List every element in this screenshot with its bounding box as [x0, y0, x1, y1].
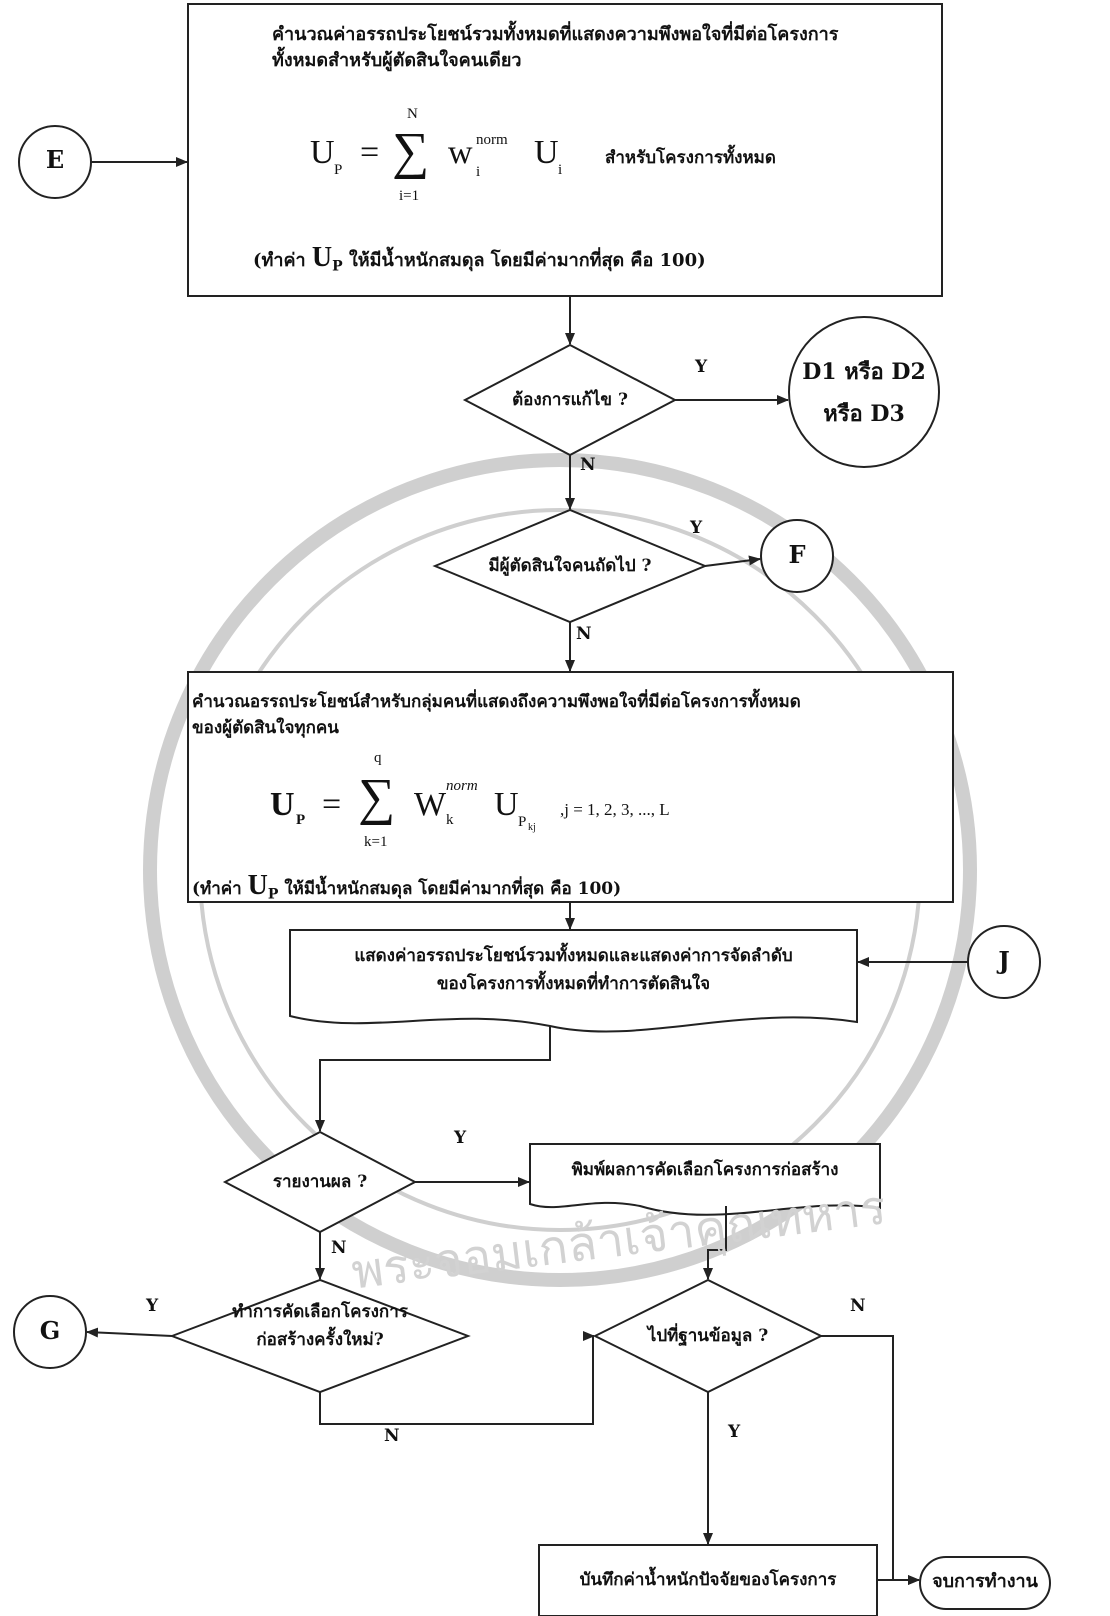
box2-formula-w-sup: norm	[446, 778, 478, 794]
doc1-line2: ของโครงการทั้งหมดที่ทำการตัดสินใจ	[436, 974, 711, 994]
connector-D-label-1: D1 หรือ D2	[802, 359, 926, 385]
decision-next-label: มีผู้ตัดสินใจคนถัดไป ?	[488, 556, 652, 576]
box2-formula: U P = q ∑ k=1 W norm k U P kj ,j = 1, 2,…	[270, 748, 870, 858]
box1-formula-w: w	[448, 134, 473, 171]
box2-line1: คำนวณอรรถประโยชน์สำหรับกลุ่มคนที่แสดงถึง…	[192, 692, 801, 712]
box1-footer-pre: (ทำค่า	[253, 250, 306, 271]
decision-new-no: N	[384, 1426, 400, 1446]
box1-formula-note: สำหรับโครงการทั้งหมด	[605, 148, 776, 168]
box1-line1: คำนวณค่าอรรถประโยชน์รวมทั้งหมดที่แสดงควา…	[272, 24, 839, 45]
box2-formula-sum-bottom: k=1	[364, 834, 388, 850]
decision-edit-label: ต้องการแก้ไข ?	[512, 390, 628, 410]
decision-next-no: N	[576, 624, 592, 644]
box2-footer-pre: (ทำค่า	[192, 879, 242, 899]
box2-formula-u: U	[494, 786, 519, 823]
box2-formula-w: W	[414, 786, 447, 823]
connector-G	[13, 1295, 87, 1369]
connector-D	[788, 316, 940, 468]
connector-F	[760, 519, 834, 593]
decision-next-yes: Y	[690, 518, 703, 538]
connector-D-label-2: หรือ D3	[823, 401, 905, 427]
box1-footer-post: ให้มีน้ำหนักสมดุล โดยมีค่ามากที่สุด คือ …	[348, 250, 706, 271]
box1-footer-sub: P	[332, 258, 343, 275]
decision-database-no: N	[850, 1296, 866, 1316]
connector-G-label: G	[39, 1316, 61, 1345]
box2-footer-sub: P	[267, 886, 279, 903]
terminator-end	[919, 1556, 1051, 1610]
decision-report-no: N	[331, 1238, 347, 1258]
decision-new-yes: Y	[146, 1296, 159, 1316]
box1-formula: U P = N ∑ i=1 w norm i U i สำหรับโครงการ…	[310, 106, 870, 218]
box2-footer: (ทำค่า UP ให้มีน้ำหนักสมดุล โดยมีค่ามากท…	[192, 866, 621, 907]
decision-report-label: รายงานผล ?	[272, 1172, 368, 1192]
box1-formula-sum-top: N	[407, 106, 418, 122]
document-print-result	[529, 1143, 881, 1216]
doc2-label: พิมพ์ผลการคัดเลือกโครงการก่อสร้าง	[571, 1160, 839, 1180]
doc1-line1: แสดงค่าอรรถประโยชน์รวมทั้งหมดและแสดงค่าก…	[354, 946, 793, 966]
box2-formula-tail: ,j = 1, 2, 3, ..., L	[560, 800, 670, 819]
box2-formula-eq: =	[322, 786, 342, 823]
connector-F-label: F	[788, 540, 806, 569]
decision-new-label-1: ทำการคัดเลือกโครงการ	[232, 1302, 408, 1322]
decision-database-label: ไปที่ฐานข้อมูล ?	[647, 1326, 769, 1346]
box2-formula-lhs-sub: P	[296, 812, 306, 828]
decision-report-yes: Y	[454, 1128, 467, 1148]
box1-footer: (ทำค่า UP ให้มีน้ำหนักสมดุล โดยมีค่ามากท…	[253, 238, 706, 279]
box1-line2: ทั้งหมดสำหรับผู้ตัดสินใจคนเดียว	[272, 50, 522, 71]
box1-formula-w-sub: i	[476, 164, 481, 180]
box1-formula-eq: =	[360, 134, 380, 171]
decision-new-selection	[169, 1278, 471, 1394]
box1-footer-u: U	[311, 242, 333, 273]
box2-formula-sum-top: q	[374, 750, 382, 766]
sigma-icon: ∑	[392, 123, 430, 180]
box3-label: บันทึกค่าน้ำหนักปัจจัยของโครงการ	[579, 1570, 837, 1590]
box2-formula-u-subsub: kj	[528, 822, 536, 833]
box1-formula-lhs: U	[310, 134, 335, 171]
decision-edit-no: N	[580, 455, 596, 475]
box1-formula-lhs-sub: P	[334, 162, 343, 178]
decision-database-yes: Y	[728, 1422, 741, 1442]
process-box-individual-utility	[187, 3, 943, 297]
box1-formula-u: U	[534, 134, 559, 171]
box1-formula-sum-bottom: i=1	[399, 188, 420, 204]
box2-footer-u: U	[247, 870, 268, 901]
connector-J-label: J	[998, 946, 1010, 975]
box2-formula-lhs: U	[270, 786, 295, 823]
box2-formula-w-sub: k	[446, 812, 454, 828]
process-box-group-utility	[187, 671, 954, 903]
box2-line2: ของผู้ตัดสินใจทุกคน	[192, 718, 339, 738]
sigma-icon-2: ∑	[358, 769, 396, 826]
box1-formula-u-sub: i	[558, 162, 563, 178]
decision-edit-yes: Y	[695, 357, 708, 377]
box2-formula-u-sub: P	[518, 814, 527, 830]
decision-new-label-2: ก่อสร้างครั้งใหม่?	[256, 1330, 384, 1350]
connector-E-label: E	[45, 145, 65, 174]
box1-formula-w-sup: norm	[476, 132, 508, 148]
box2-footer-post: ให้มีน้ำหนักสมดุล โดยมีค่ามากที่สุด คือ …	[284, 879, 622, 899]
terminator-end-label: จบการทำงาน	[932, 1571, 1038, 1592]
